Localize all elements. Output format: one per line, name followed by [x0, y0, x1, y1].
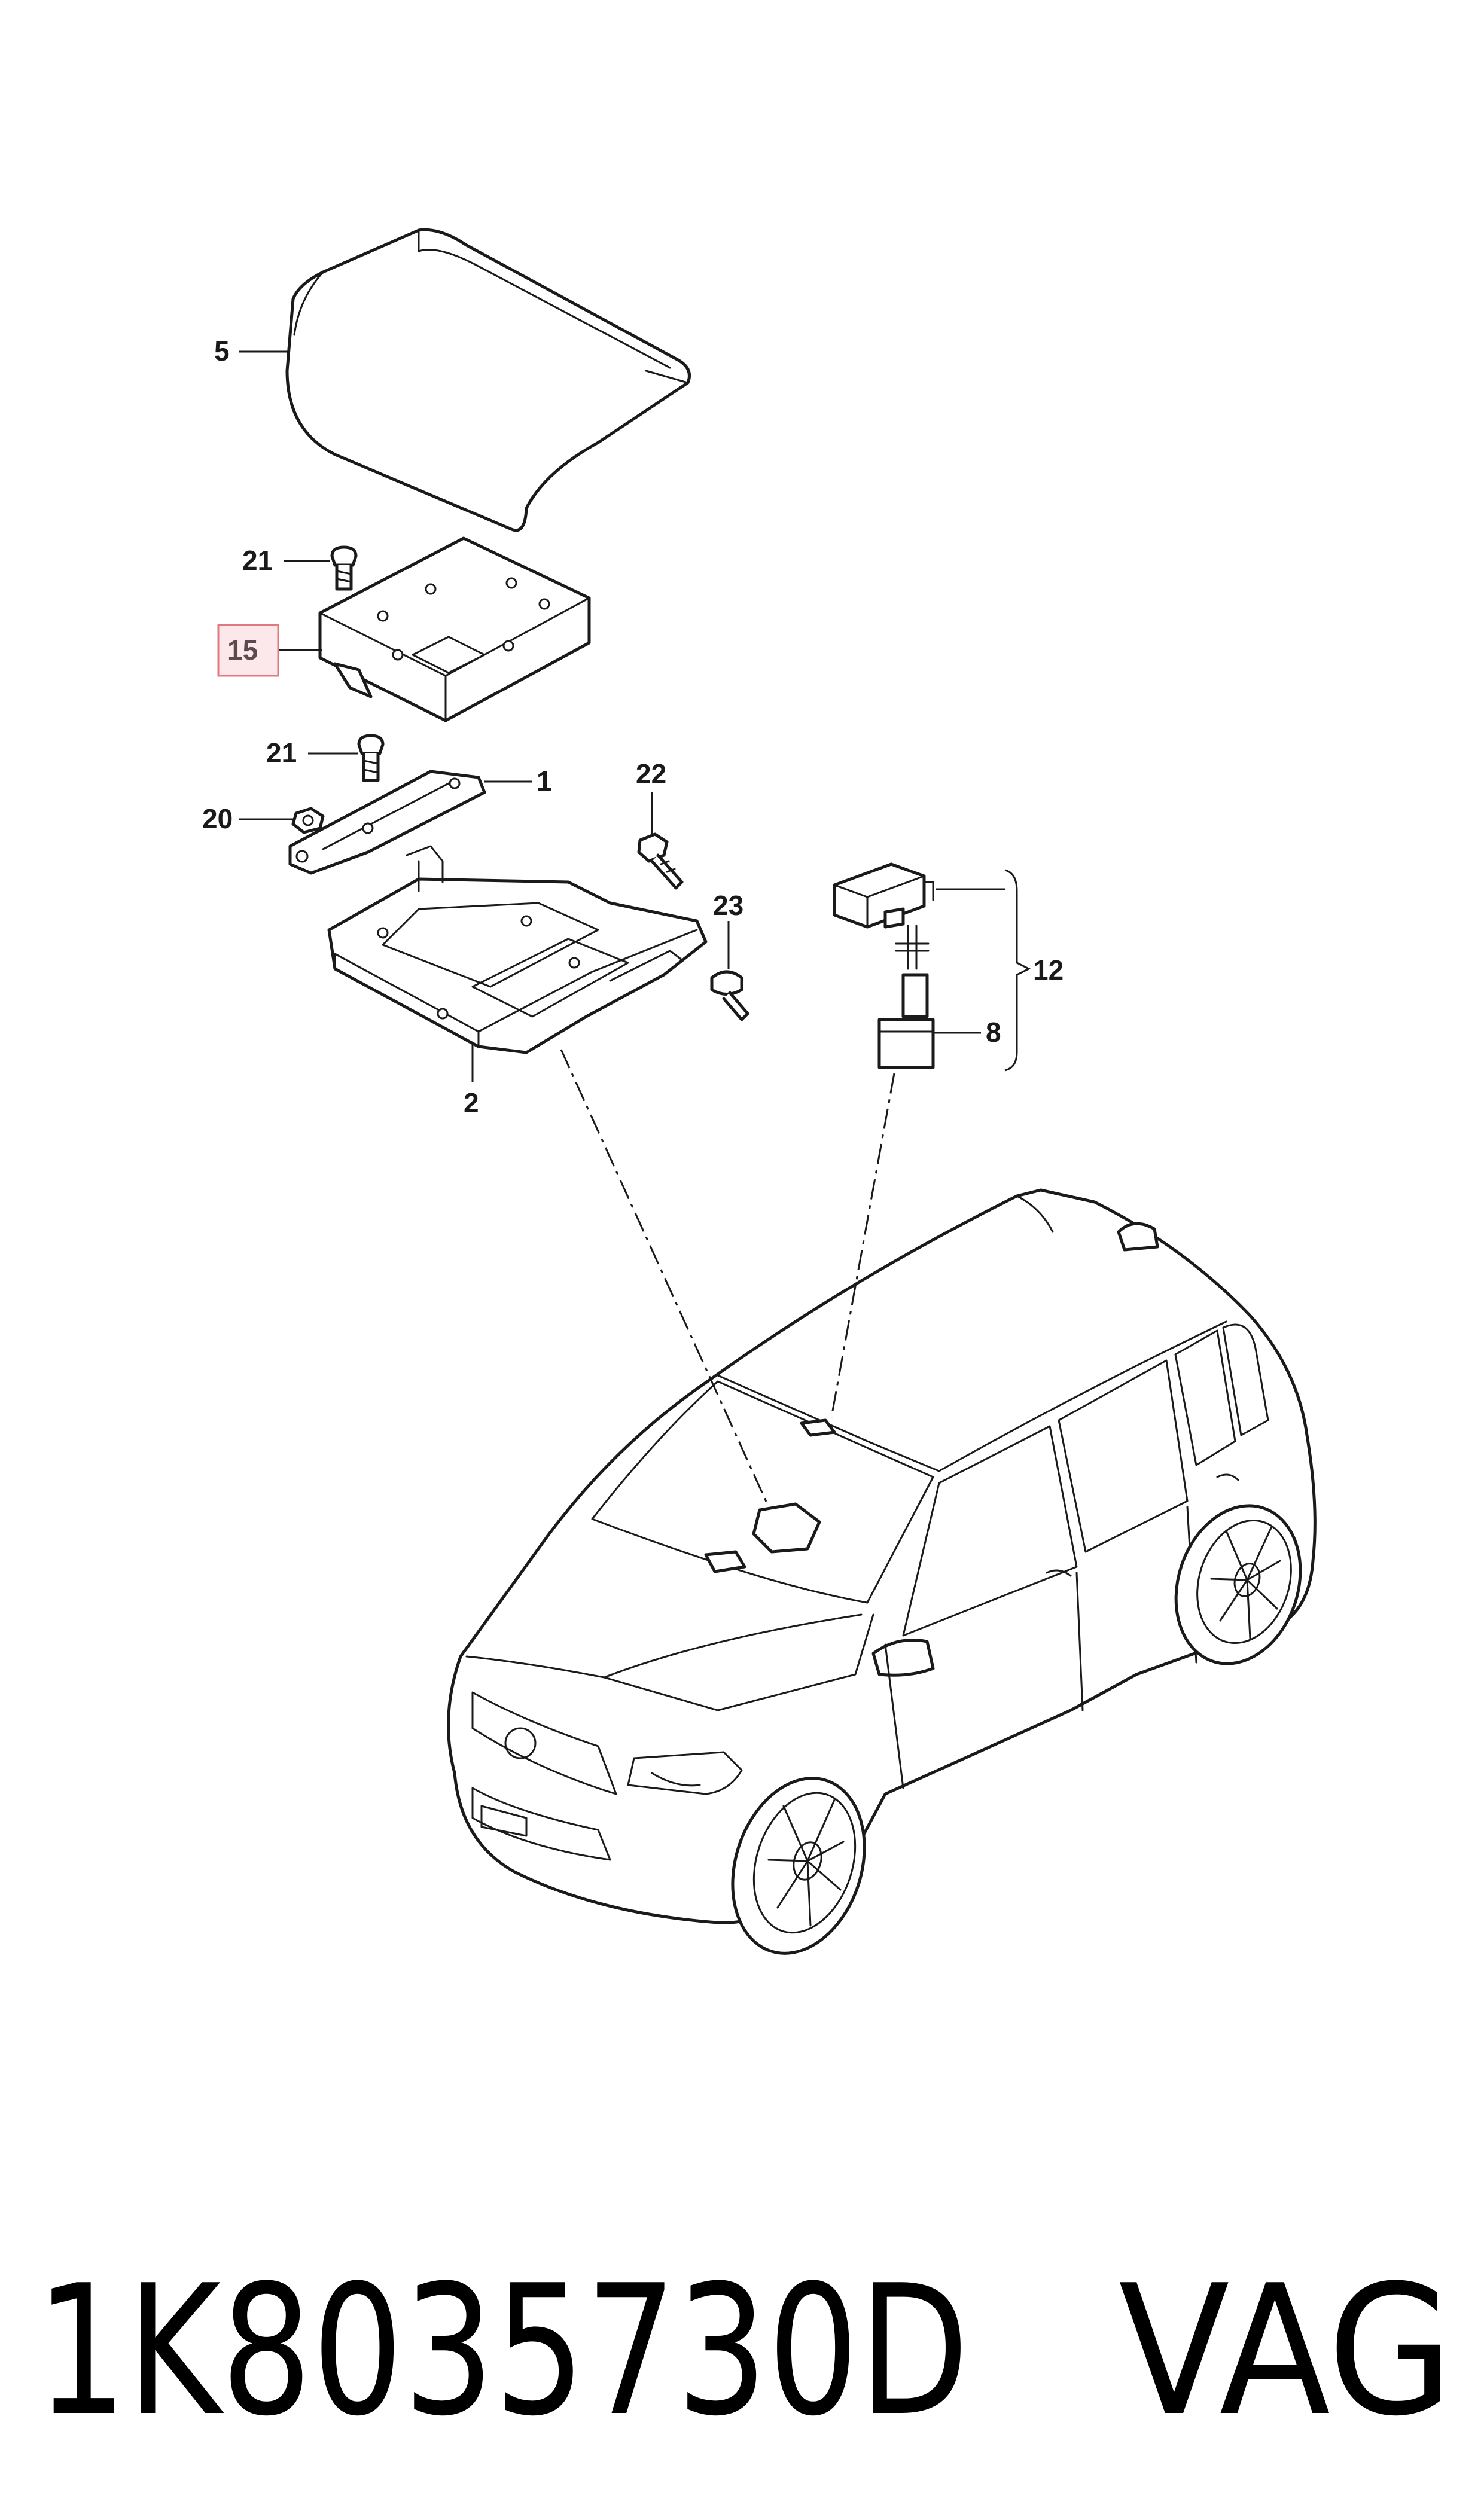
- rear-wheel: [1174, 1504, 1302, 1665]
- pointer-lines: [560, 1049, 895, 1508]
- callout-5: 5: [214, 335, 230, 367]
- part-nut-20: [291, 807, 325, 834]
- callout-22: 22: [636, 758, 666, 789]
- front-wheel: [731, 1777, 866, 1955]
- part-number: 1K8035730D: [36, 2247, 969, 2455]
- part-bolt-21-upper: [330, 545, 358, 591]
- callout-8: 8: [986, 1017, 1001, 1048]
- callout-labels: 5 21 15 21 1 20 22 2 23 12 8: [202, 335, 1064, 1118]
- vehicle-outline: [447, 1188, 1317, 1955]
- brand-label: VAG: [1119, 2247, 1453, 2455]
- part-screw-22: [637, 832, 684, 890]
- callout-2: 2: [464, 1087, 479, 1118]
- part-antenna-12: [833, 862, 934, 1018]
- callout-20: 20: [202, 803, 233, 834]
- callout-21-lower: 21: [266, 737, 297, 768]
- part-connector-8: [877, 1018, 935, 1069]
- part-bolt-21-lower: [357, 734, 385, 782]
- part-clip-23: [710, 970, 749, 1021]
- leader-lines: [239, 350, 1031, 1082]
- callout-23: 23: [713, 890, 743, 921]
- callout-15-highlight: [217, 624, 279, 677]
- callout-12: 12: [1033, 954, 1064, 986]
- callout-1: 1: [537, 765, 552, 797]
- part-bracket-1: [288, 770, 486, 875]
- callout-15: 15: [227, 634, 258, 666]
- part-cover-5: [285, 228, 691, 532]
- part-tray-2: [327, 845, 708, 1054]
- part-control-unit-15: [318, 536, 591, 722]
- callout-21-upper: 21: [242, 545, 273, 576]
